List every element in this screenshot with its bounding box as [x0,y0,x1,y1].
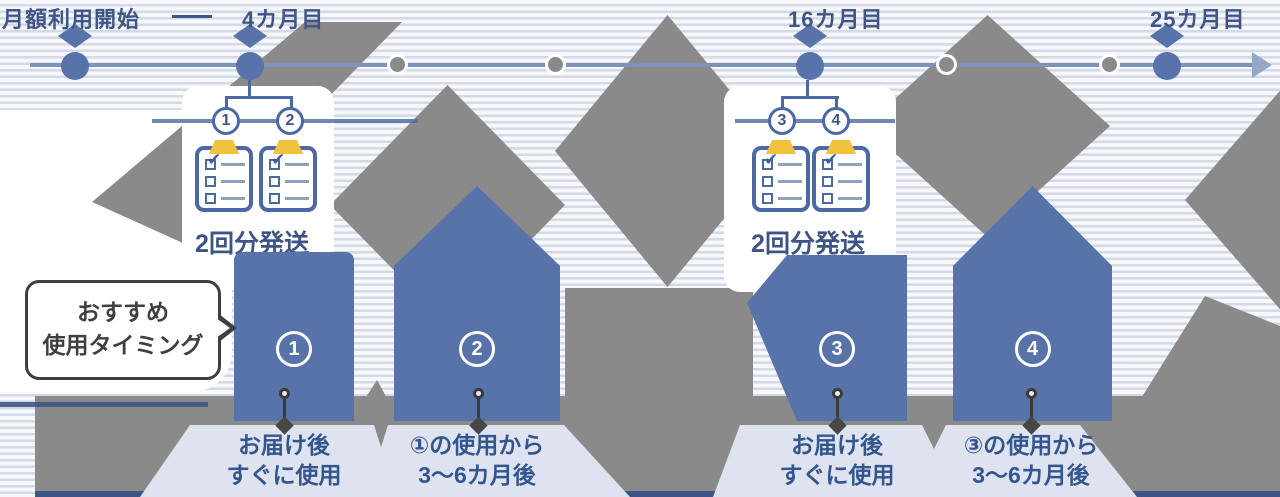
checkbox-icon [762,176,773,187]
bracket-drop [290,99,293,108]
checkmark-icon: ✔ [764,150,779,169]
callout-text: おすすめ [77,299,169,325]
shipment-badge-2: 2 [276,107,304,135]
callout-bubble: おすすめ 使用タイミング [25,280,221,380]
milestone-circle [236,52,264,80]
clipboard-clip [765,140,797,154]
connector-line [1030,397,1033,423]
artifact-diamond [865,15,1110,237]
connector-line [477,397,480,423]
artifact-diamond [1185,85,1280,315]
clipboard-clip [272,140,304,154]
artifact-wedge [1140,296,1280,400]
milestone-label-month4: 4カ月目 [242,7,325,32]
checkbox-icon [205,193,216,204]
checkmark-icon: ✔ [271,150,286,169]
clipboard-icon: ✔ [259,140,317,212]
artifact-blob [565,288,753,400]
checkbox-icon [205,176,216,187]
shipment-badge-3: 3 [768,107,796,135]
milestone-circle [1153,52,1181,80]
milestone-label-month25: 25カ月目 [1150,7,1246,32]
artifact-navy-bar [0,402,208,407]
bracket-drop [225,99,228,108]
callout-text: 使用タイミング [42,332,204,359]
shipment-label: 2回分発送 [751,230,865,258]
checkbox-checked-icon: ✔ [205,151,221,170]
connector-line [283,397,286,423]
bracket-stem [806,80,809,97]
checkbox-icon [822,193,833,204]
checkmark-icon: ✔ [824,150,839,169]
timeline-tick-dot [390,57,405,72]
timeline-tick-dot [548,57,563,72]
checkbox-checked-icon: ✔ [762,151,778,170]
artifact-line [735,119,895,123]
milestone-circle [796,52,824,80]
milestone-circle [61,52,89,80]
clipboard-icon: ✔ [752,140,810,212]
shipment-badge-4: 4 [822,107,850,135]
checkbox-icon [822,176,833,187]
bracket-drop [781,99,784,108]
checkbox-icon [762,193,773,204]
usage-block-number: 4 [1014,331,1051,367]
timeline-tick-dot [939,57,954,72]
clipboard-clip [208,140,240,154]
checkbox-icon [269,193,280,204]
clipboard-icon: ✔ [195,140,253,212]
bracket-bar [781,96,839,99]
milestone-label-start: 月額利用開始 [2,7,141,32]
checkbox-icon [269,176,280,187]
note-banner-right [713,425,1137,497]
timeline-tick-dot [1102,57,1117,72]
callout-pointer [216,318,230,338]
usage-block-number: 1 [276,331,312,367]
note-text-3: お届け後すぐに使用 [779,432,895,488]
bracket-drop [835,99,838,108]
artifact-navy-bar [35,491,1280,497]
timeline-arrow-icon [1252,52,1272,78]
note-banner-left [140,425,630,497]
usage-block-number: 2 [459,331,495,367]
timeline-line [30,63,1252,67]
usage-block-1: 1 [234,252,354,421]
label-leader-line [172,15,212,18]
milestone-label-month16: 16カ月目 [788,7,884,32]
usage-block-number: 3 [819,331,855,367]
note-text-1: お届け後すぐに使用 [226,432,342,488]
bracket-stem [248,80,251,97]
clipboard-icon: ✔ [812,140,870,212]
checkbox-checked-icon: ✔ [822,151,838,170]
checkmark-icon: ✔ [207,150,222,169]
checkbox-checked-icon: ✔ [269,151,285,170]
bracket-bar [225,96,293,99]
clipboard-clip [825,140,857,154]
connector-line [836,397,839,423]
shipment-badge-1: 1 [212,107,240,135]
